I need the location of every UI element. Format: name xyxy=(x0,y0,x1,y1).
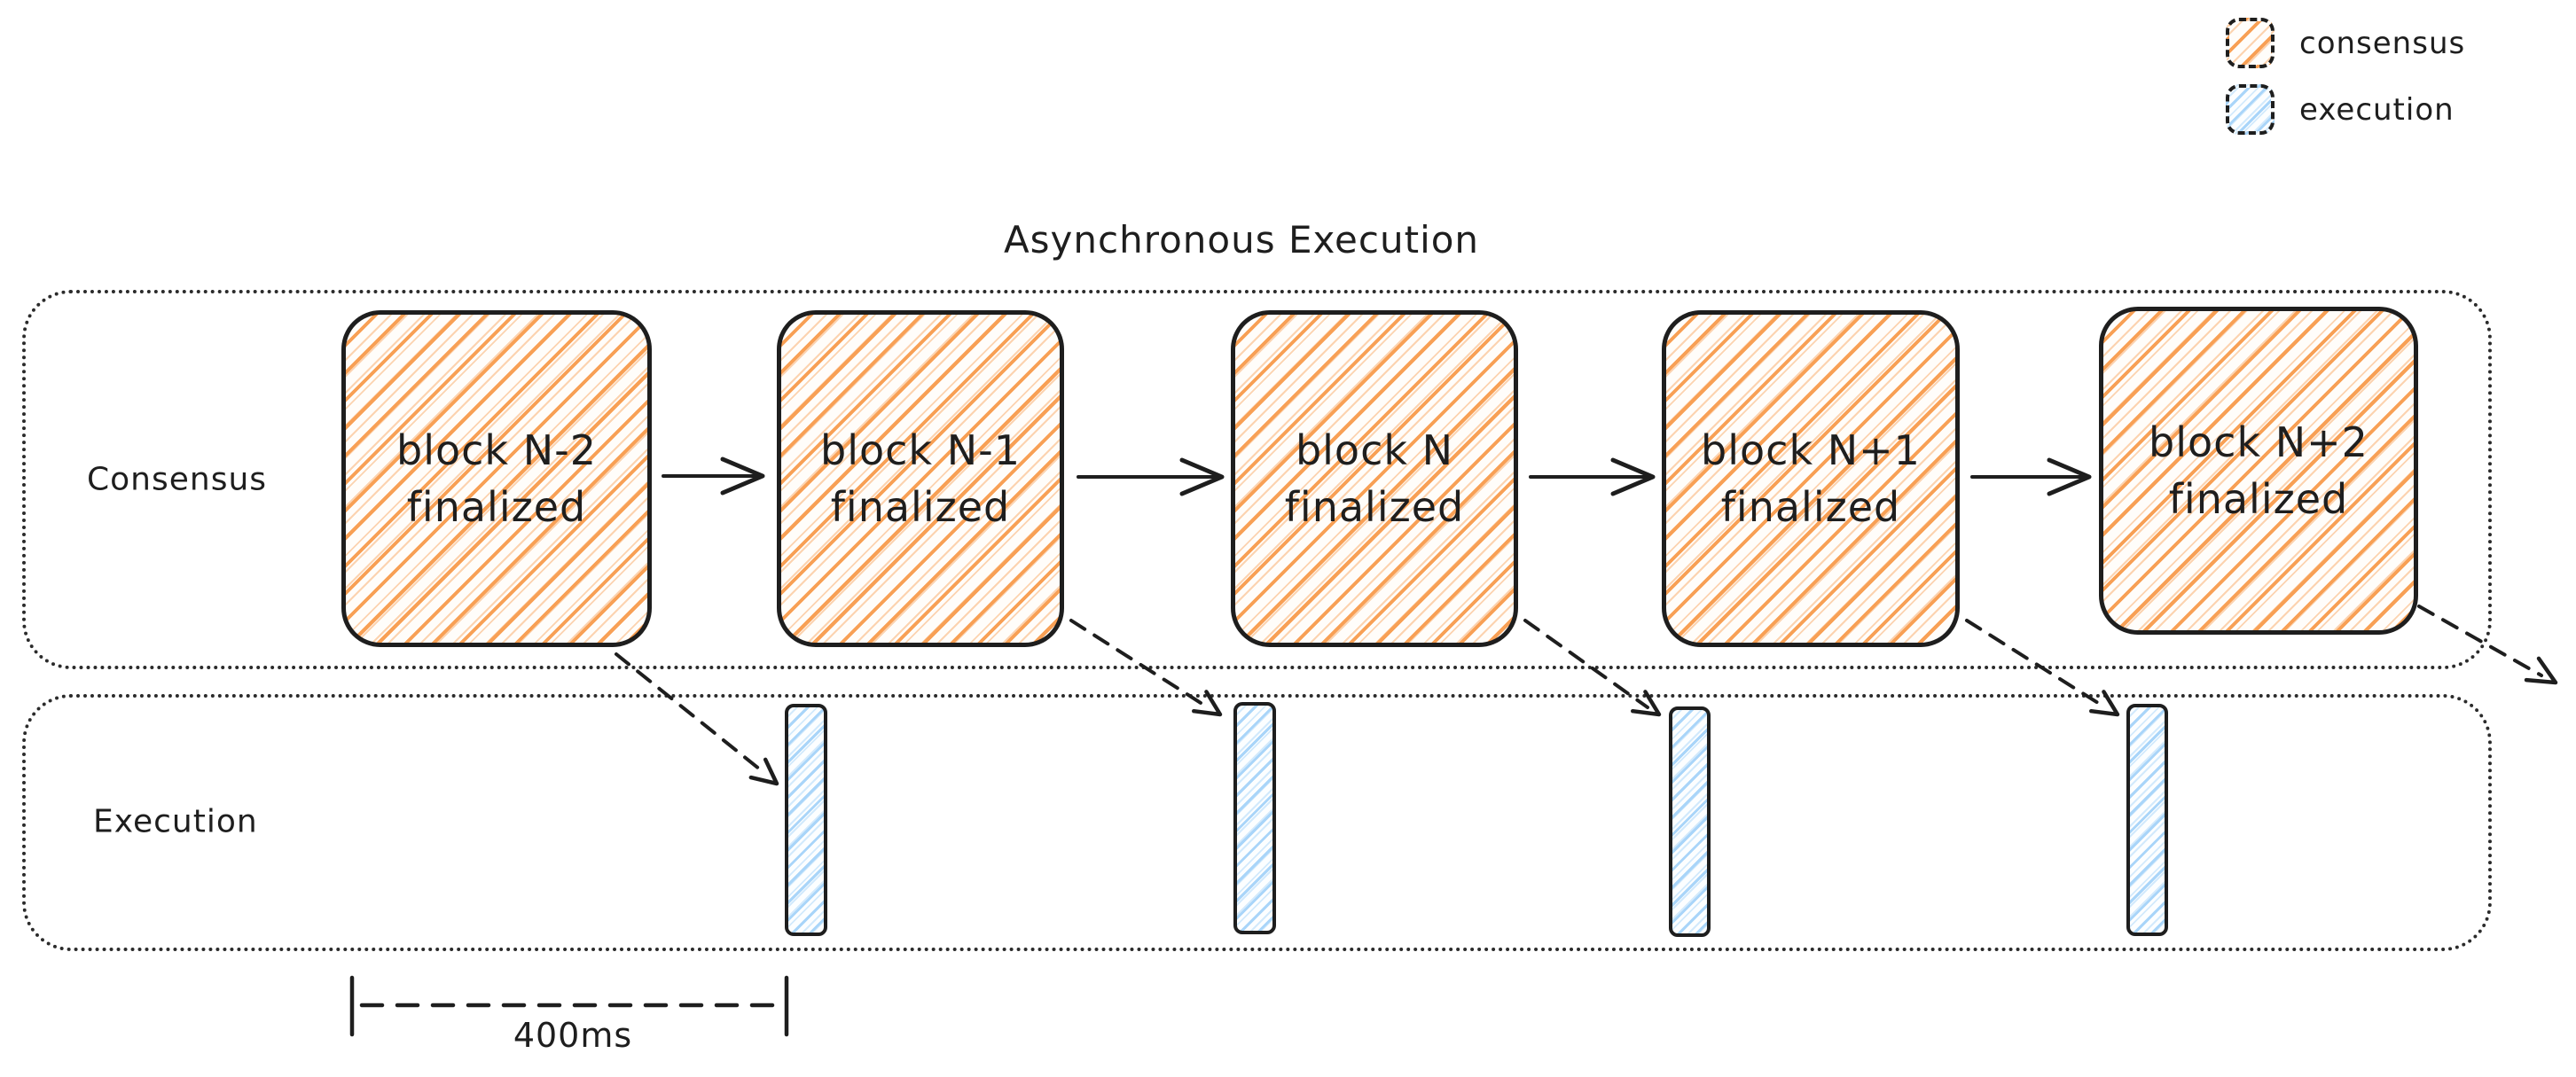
consensus-swatch-icon xyxy=(2226,18,2275,68)
block-label-line2: finalized xyxy=(1720,483,1901,531)
duration-label: 400ms xyxy=(513,1016,633,1055)
execution-lane-label: Execution xyxy=(93,803,258,840)
execution-bar-2 xyxy=(1233,702,1276,934)
legend-label-execution: execution xyxy=(2299,91,2455,128)
consensus-lane-label: Consensus xyxy=(87,461,268,498)
legend-item-execution: execution xyxy=(2226,84,2465,135)
execution-bar-3 xyxy=(1669,706,1711,937)
execution-swatch-icon xyxy=(2226,84,2275,135)
block-label-line2: finalized xyxy=(1284,483,1465,531)
block-label-line1: block N-2 xyxy=(396,426,597,474)
consensus-lane xyxy=(22,290,2492,669)
block-label-line1: block N+2 xyxy=(2149,418,2369,466)
block-n: block N finalized xyxy=(1231,310,1518,647)
block-label-line2: finalized xyxy=(2168,475,2349,523)
block-label-line1: block N+1 xyxy=(1701,426,1921,474)
legend: consensus execution xyxy=(2226,18,2465,135)
block-label-line2: finalized xyxy=(406,483,587,531)
legend-item-consensus: consensus xyxy=(2226,18,2465,68)
block-n-minus-2: block N-2 finalized xyxy=(341,310,652,647)
block-n-plus-1: block N+1 finalized xyxy=(1662,310,1960,647)
block-label-line2: finalized xyxy=(830,483,1011,531)
block-n-plus-2: block N+2 finalized xyxy=(2099,307,2418,635)
execution-bar-1 xyxy=(785,704,827,936)
execution-bar-4 xyxy=(2126,704,2168,936)
page-title: Asynchronous Execution xyxy=(1003,218,1480,261)
block-label-line1: block N-1 xyxy=(820,426,1021,474)
block-label-line1: block N xyxy=(1295,426,1454,474)
execution-lane xyxy=(22,694,2492,951)
block-n-minus-1: block N-1 finalized xyxy=(777,310,1064,647)
legend-label-consensus: consensus xyxy=(2299,25,2466,61)
